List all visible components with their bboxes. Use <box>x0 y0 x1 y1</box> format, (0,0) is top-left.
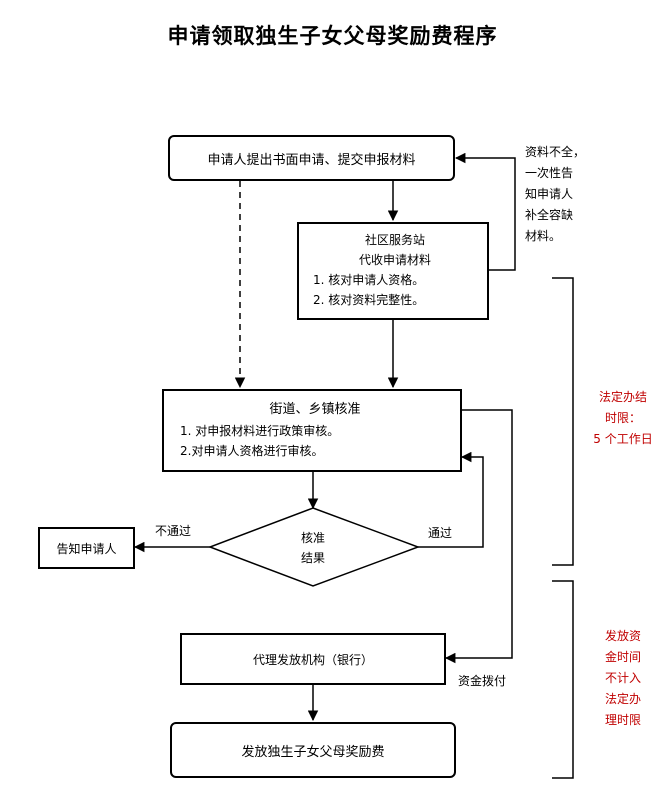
funds-edge-label: 资金拨付 <box>458 674 507 688</box>
community-step-title-2: 代收申请材料 <box>358 253 431 267</box>
pass-edge-label: 通过 <box>428 526 453 540</box>
apply-step-box: 申请人提出书面申请、提交申报材料 <box>168 135 455 181</box>
incomplete-note-line-3: 知申请人 <box>525 187 574 201</box>
incomplete-materials-note: 资料不全， 一次性告 知申请人 补全容缺 材料。 <box>525 142 585 247</box>
time-limit-note-line-2: 时限： <box>604 411 641 425</box>
arrow-incomplete-feedback <box>454 152 516 271</box>
community-step-item-1: 1. 核对申请人资格。 <box>313 273 425 287</box>
incomplete-note-line-2: 一次性告 <box>525 166 574 180</box>
decision-label-line-1: 核准 <box>300 531 325 545</box>
funds-time-note-line-3: 不计入 <box>604 671 641 685</box>
funds-time-note-line-4: 法定办 <box>604 692 641 706</box>
funds-time-brace <box>552 580 574 779</box>
incomplete-note-line-1: 资料不全， <box>525 145 586 159</box>
fail-edge-label: 不通过 <box>155 524 192 538</box>
issue-award-box: 发放独生子女父母奖励费 <box>170 722 456 778</box>
bank-step-label: 代理发放机构（银行） <box>252 652 373 667</box>
notify-applicant-box: 告知申请人 <box>38 527 135 569</box>
arrow-funds-to-bank <box>444 409 513 664</box>
issue-award-label: 发放独生子女父母奖励费 <box>241 744 385 760</box>
street-step-item-1: 1. 对申报材料进行政策审核。 <box>180 424 340 438</box>
arrow-decision-pass-to-street <box>418 451 484 548</box>
time-limit-note-line-1: 法定办结 <box>598 390 647 404</box>
funds-time-note-line-5: 理时限 <box>604 713 641 727</box>
street-step-item-2: 2.对申请人资格进行审核。 <box>180 444 324 458</box>
time-limit-note: 法定办结 时限： 5 个工作日 <box>585 387 661 450</box>
decision-label: 核准 结果 <box>263 526 363 570</box>
street-step-title: 街道、乡镇核准 <box>269 402 361 417</box>
page-title: 申请领取独生子女父母奖励费程序 <box>167 24 498 48</box>
bank-step-box: 代理发放机构（银行） <box>180 633 446 685</box>
funds-time-note-line-1: 发放资 <box>604 629 641 643</box>
community-step-item-2: 2. 核对资料完整性。 <box>313 293 425 307</box>
community-step-box: 社区服务站 代收申请材料 1. 核对申请人资格。 2. 核对资料完整性。 <box>297 222 489 320</box>
incomplete-note-line-5: 材料。 <box>525 229 562 243</box>
community-step-title-1: 社区服务站 <box>364 233 425 247</box>
decision-diamond <box>207 507 421 587</box>
funds-time-note: 发放资 金时间 不计入 法定办 理时限 <box>591 626 655 731</box>
incomplete-note-line-4: 补全容缺 <box>525 208 574 222</box>
time-limit-note-line-3: 5 个工作日 <box>593 432 653 446</box>
street-step-box: 街道、乡镇核准 1. 对申报材料进行政策审核。 2.对申请人资格进行审核。 <box>162 389 462 472</box>
apply-step-label: 申请人提出书面申请、提交申报材料 <box>207 152 416 168</box>
decision-label-line-2: 结果 <box>300 551 325 565</box>
funds-time-note-line-2: 金时间 <box>604 650 641 664</box>
time-limit-brace <box>552 277 574 566</box>
notify-applicant-label: 告知申请人 <box>56 541 117 556</box>
